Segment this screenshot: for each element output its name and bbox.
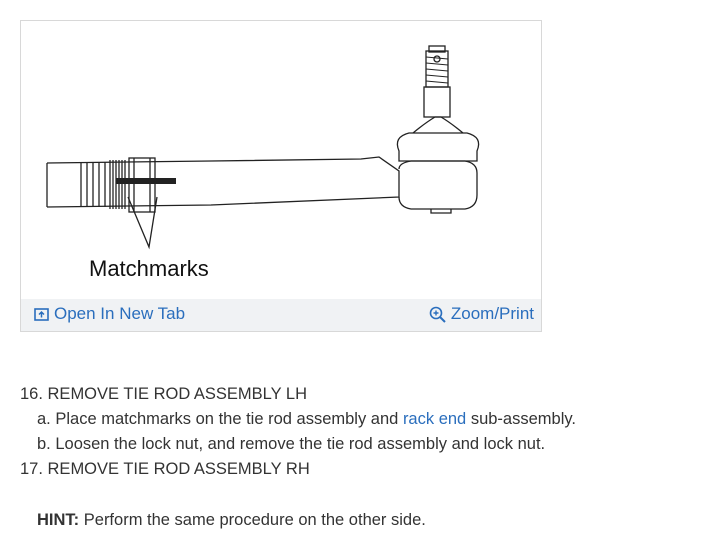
zoom-print-link[interactable]: Zoom/Print [429,303,534,325]
lock-nut [128,157,156,213]
ball-stud [423,86,451,118]
thread-section [80,160,126,209]
hint-label: HINT: [37,511,80,529]
open-in-new-tab-link[interactable]: Open In New Tab [34,303,185,325]
tie-rod-diagram: Matchmarks [21,21,541,299]
zoom-icon [429,306,446,323]
step-16-substep-b: b. Loosen the lock nut, and remove the t… [37,435,546,453]
ball-stud-boot [396,132,480,162]
rack-end-link[interactable]: rack end [402,410,467,428]
step-17-title: 17. REMOVE TIE ROD ASSEMBLY RH [20,460,310,478]
open-in-new-tab-label: Open In New Tab [54,304,186,323]
step-16-substep-a: a. Place matchmarks on the tie rod assem… [20,407,680,432]
figure-toolbar: Open In New Tab Zoom/Print [21,299,541,331]
hint-note: HINT: Perform the same procedure on the … [20,508,680,533]
matchmarks-callout-arrow [127,196,158,250]
zoom-print-label: Zoom/Print [450,304,534,323]
matchmarks-label: Matchmarks [89,256,209,281]
substep-a-prefix: a. Place matchmarks on the tie rod assem… [37,410,403,428]
procedure-text: 16. REMOVE TIE ROD ASSEMBLY LH a. Place … [20,382,680,550]
matchmark-line [116,178,176,184]
tie-rod-shaft [46,156,400,208]
figure-card: Matchmarks Open In New Tab Zoom/Print [20,20,542,332]
step-16-title: 16. REMOVE TIE ROD ASSEMBLY LH [20,385,308,403]
hint-text: Perform the same procedure on the other … [79,511,426,529]
open-tab-icon [34,307,49,321]
substep-a-suffix: sub-assembly. [466,410,576,428]
end-housing [398,160,478,210]
